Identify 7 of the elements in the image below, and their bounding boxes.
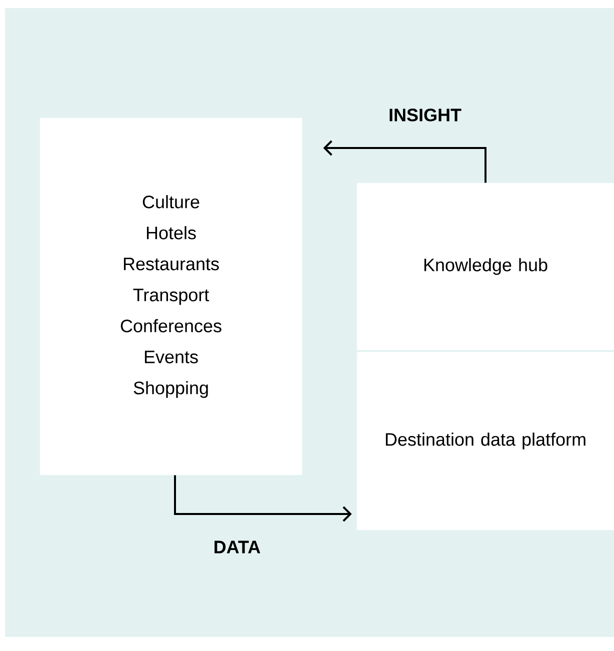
arrow bbox=[174, 475, 352, 522]
edge-label: DATA bbox=[211, 538, 263, 556]
category-box: Culture Hotels Restaurants Transport Conferences Events Shopping bbox=[40, 118, 302, 475]
edge-label: INSIGHT bbox=[386, 106, 464, 124]
process-box: Destination data platform bbox=[357, 352, 614, 530]
process-box: Knowledge hub bbox=[357, 183, 614, 350]
arrow bbox=[323, 140, 486, 183]
